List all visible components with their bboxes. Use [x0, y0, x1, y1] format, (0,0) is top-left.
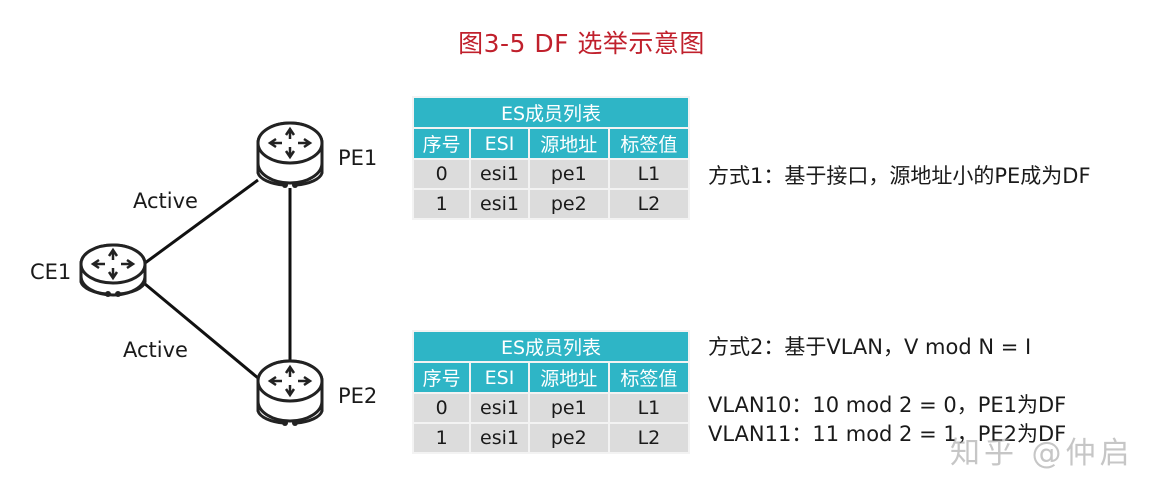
link-ce1-pe1 — [144, 178, 259, 265]
table-caption: ES成员列表 — [414, 98, 688, 127]
method1-note: 方式1：基于接口，源地址小的PE成为DF — [708, 164, 1091, 188]
router-icon-pe1 — [256, 121, 324, 188]
vlan10-note: VLAN10：10 mod 2 = 0，PE1为DF — [708, 393, 1067, 417]
node-label-pe2: PE2 — [338, 384, 378, 408]
table-cell: pe1 — [529, 394, 608, 422]
table-cell: L1 — [609, 160, 688, 188]
column-header-esi: ESI — [471, 363, 528, 392]
table-cell: 1 — [414, 424, 470, 452]
es-member-table-bottom: ES成员列表 序号 ESI 源地址 标签值 0 esi1 pe1 L1 1 es… — [412, 330, 690, 454]
table-cell: pe2 — [529, 190, 608, 218]
table-cell: pe1 — [529, 160, 608, 188]
column-header-label-value: 标签值 — [609, 129, 688, 158]
table-row: 0 esi1 pe1 L1 — [414, 394, 688, 422]
table-row: 1 esi1 pe2 L2 — [414, 424, 688, 452]
table-cell: 0 — [414, 394, 470, 422]
table-cell: 0 — [414, 160, 470, 188]
router-icon-ce1 — [79, 243, 147, 297]
link-label-ce1-pe2: Active — [123, 338, 188, 362]
link-ce1-pe2 — [144, 282, 259, 380]
figure-title: 图3-5 DF 选举示意图 — [458, 29, 705, 58]
column-header-esi: ESI — [471, 129, 528, 158]
table-cell: esi1 — [471, 424, 528, 452]
table-caption: ES成员列表 — [414, 332, 688, 361]
watermark: 知乎 @仲启 — [950, 436, 1134, 471]
column-header-source-address: 源地址 — [529, 363, 608, 392]
column-header-index: 序号 — [414, 129, 470, 158]
method2-note: 方式2：基于VLAN，V mod N = I — [708, 335, 1032, 359]
column-header-source-address: 源地址 — [529, 129, 608, 158]
table-cell: L1 — [609, 394, 688, 422]
link-label-ce1-pe1: Active — [133, 189, 198, 213]
node-label-ce1: CE1 — [30, 260, 72, 284]
table-cell: esi1 — [471, 160, 528, 188]
column-header-index: 序号 — [414, 363, 470, 392]
table-cell: pe2 — [529, 424, 608, 452]
es-member-table-top: ES成员列表 序号 ESI 源地址 标签值 0 esi1 pe1 L1 1 es… — [412, 96, 690, 220]
router-icon-pe2 — [256, 359, 324, 426]
table-cell: esi1 — [471, 394, 528, 422]
table-row: 0 esi1 pe1 L1 — [414, 160, 688, 188]
table-cell: 1 — [414, 190, 470, 218]
column-header-label-value: 标签值 — [609, 363, 688, 392]
vlan11-note: VLAN11：11 mod 2 = 1，PE2为DF — [708, 422, 1067, 446]
table-row: 1 esi1 pe2 L2 — [414, 190, 688, 218]
table-cell: L2 — [609, 424, 688, 452]
node-label-pe1: PE1 — [338, 146, 378, 170]
table-cell: L2 — [609, 190, 688, 218]
table-cell: esi1 — [471, 190, 528, 218]
